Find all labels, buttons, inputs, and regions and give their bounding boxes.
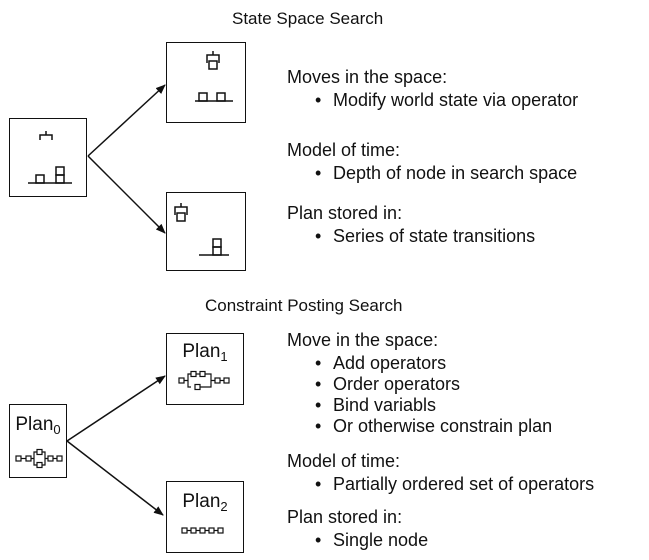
- blocks-world-icon: [28, 131, 72, 184]
- plan-box-1: Plan1: [166, 333, 244, 405]
- partial-order-icon: [178, 370, 230, 391]
- state-box-2: [166, 192, 246, 271]
- arrow-to-plan-1: [66, 375, 166, 442]
- bullet-item: Depth of node in search space: [315, 163, 577, 184]
- blocks-world-icon: [174, 203, 229, 256]
- arrow-to-state-1: [87, 84, 166, 157]
- plan-label: Plan0: [15, 414, 61, 437]
- section-heading: Plan stored in:: [287, 507, 403, 527]
- plan-box-2: Plan2: [166, 481, 244, 553]
- plan-box-0: Plan0: [9, 404, 67, 478]
- state-box-initial: [9, 118, 87, 197]
- bullet-item: Or otherwise constrain plan: [315, 416, 552, 437]
- plan-label: Plan2: [182, 491, 228, 514]
- plan-label: Plan1: [182, 341, 228, 364]
- bullet-item: Bind variabls: [315, 395, 436, 416]
- section-heading: Model of time:: [287, 140, 401, 160]
- state-space-title: State Space Search: [232, 9, 384, 28]
- section-heading: Move in the space:: [287, 330, 439, 350]
- bullet-item: Single node: [315, 530, 428, 551]
- total-order-icon: [181, 527, 224, 534]
- bullet-item: Order operators: [315, 374, 460, 395]
- constraint-posting-title: Constraint Posting Search: [205, 296, 403, 315]
- state-box-1: [166, 42, 246, 123]
- bullet-item: Partially ordered set of operators: [315, 474, 594, 495]
- bullet-item: Series of state transitions: [315, 226, 535, 247]
- section-heading: Plan stored in:: [287, 203, 403, 223]
- section-heading: Moves in the space:: [287, 67, 448, 87]
- blocks-world-icon: [195, 51, 233, 102]
- partial-order-icon: [15, 448, 63, 469]
- arrow-to-state-2: [87, 155, 166, 234]
- arrow-to-plan-2: [66, 440, 164, 516]
- bullet-item: Modify world state via operator: [315, 90, 578, 111]
- bullet-item: Add operators: [315, 353, 446, 374]
- section-heading: Model of time:: [287, 451, 401, 471]
